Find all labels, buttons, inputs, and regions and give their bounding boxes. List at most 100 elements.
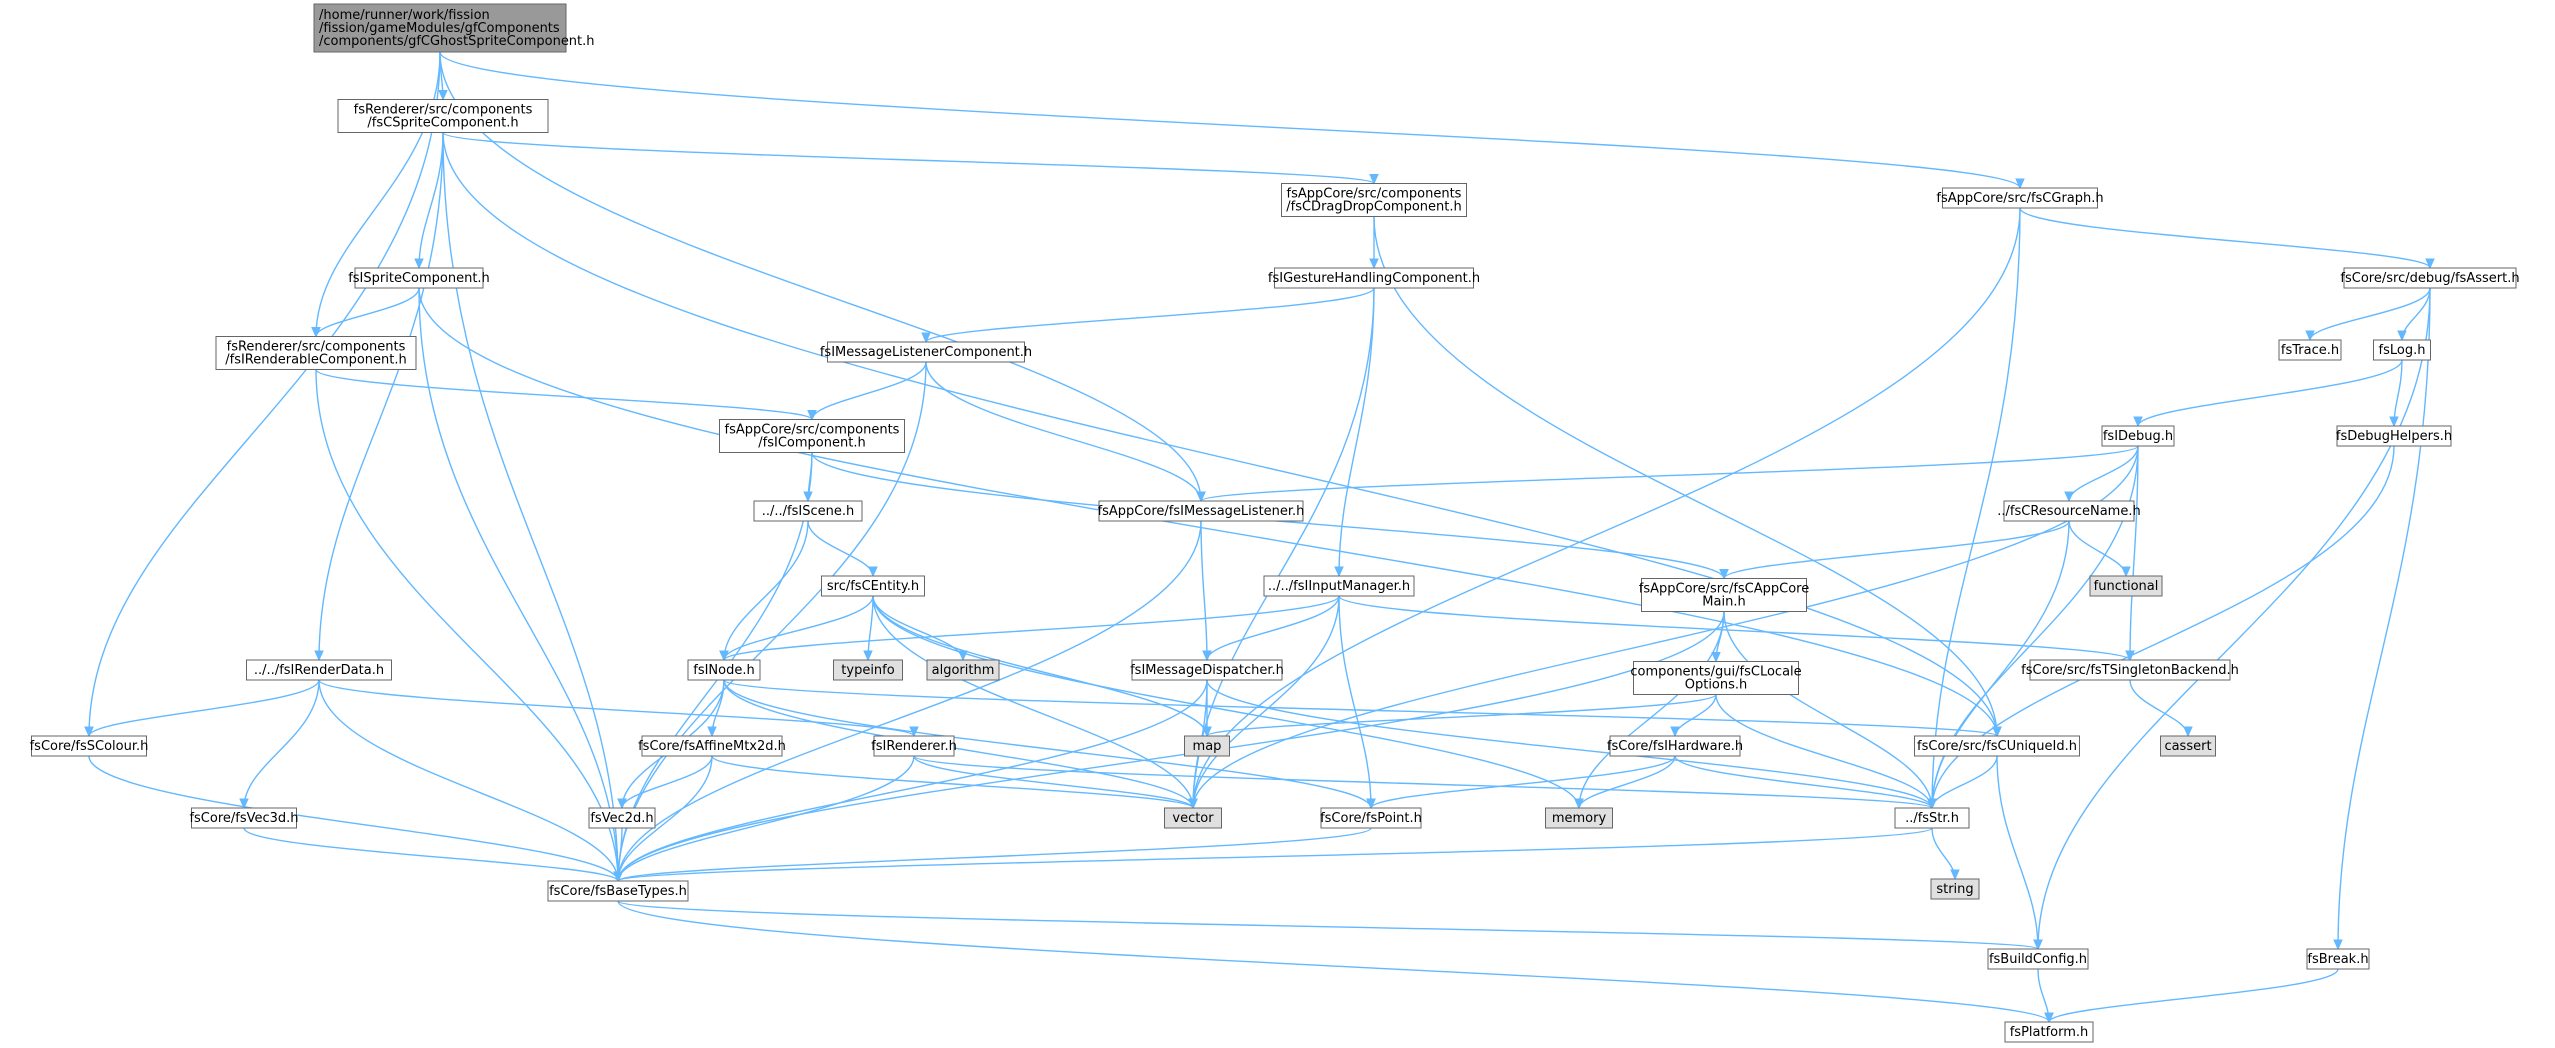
edge-arrowhead [1927, 798, 1937, 810]
node-msglistener[interactable]: fsAppCore/fsIMessageListener.h [1098, 500, 1305, 522]
edge-ihardware-to-fsstr [1674, 755, 1933, 809]
edge-irenderer-to-basetypes [617, 755, 915, 882]
node-singleton[interactable]: fsCore/src/fsTSingletonBackend.h [2021, 659, 2239, 681]
node-spritecomp[interactable]: fsRenderer/src/components/fsCSpriteCompo… [337, 99, 549, 133]
edge-basetypes-to-platform [617, 900, 2050, 1023]
node-box [1274, 267, 1474, 289]
node-cuniqueid[interactable]: fsCore/src/fsCUniqueId.h [1914, 735, 2080, 757]
node-box [2101, 425, 2175, 447]
edge-cuniqueid-to-buildconfig [1996, 755, 2039, 950]
edge-root-to-msglistener [439, 51, 1202, 502]
node-label: fsCore/src/fsTSingletonBackend.h [2021, 663, 2239, 678]
edge-cgraph-to-fsstr [1931, 207, 2021, 809]
edge-inputmgr-to-vector [1192, 595, 1340, 809]
node-box [2343, 267, 2517, 289]
edge-arrowhead [719, 650, 729, 662]
node-renderable[interactable]: fsRenderer/src/components/fsIRenderableC… [215, 336, 417, 370]
edge-inputmgr-to-msgdispatcher [1206, 595, 1340, 661]
node-box [1914, 735, 2080, 757]
edge-arrowhead [1369, 258, 1379, 270]
edge-arrowhead [2305, 330, 2315, 342]
node-cgraph[interactable]: fsAppCore/src/fsCGraph.h [1936, 187, 2104, 209]
node-label: fsCore/fsAffineMtx2d.h [638, 739, 786, 754]
node-cassert[interactable]: cassert [2160, 735, 2216, 757]
node-icomponent[interactable]: fsAppCore/src/components/fsIComponent.h [719, 419, 905, 453]
node-trace[interactable]: fsTrace.h [2278, 339, 2342, 361]
edge-arrowhead [1670, 726, 1680, 738]
node-inode[interactable]: fsINode.h [687, 659, 761, 681]
node-box [2089, 575, 2163, 597]
node-label: fsLog.h [2379, 343, 2426, 358]
node-label: fsCore/fsSColour.h [30, 739, 149, 754]
edge-spritecomp-to-renderdata [318, 132, 444, 661]
node-dragdrop[interactable]: fsAppCore/src/components/fsCDragDropComp… [1281, 183, 1467, 217]
node-label: ../../fsIInputManager.h [1268, 579, 1410, 594]
node-log[interactable]: fsLog.h [2373, 339, 2431, 361]
node-platform[interactable]: fsPlatform.h [2004, 1021, 2094, 1043]
edge-msgdispatcher-to-fsstr [1206, 679, 1933, 809]
edge-arrowhead [921, 332, 931, 344]
node-label: fsDebugHelpers.h [2336, 429, 2452, 444]
node-affine[interactable]: fsCore/fsAffineMtx2d.h [638, 735, 786, 757]
node-label: cassert [2164, 739, 2211, 754]
edge-arrowhead [1188, 798, 1198, 810]
node-msglistcomp[interactable]: fsIMessageListenerComponent.h [820, 341, 1032, 363]
edge-arrowhead [2133, 416, 2143, 428]
node-box [873, 735, 955, 757]
node-string[interactable]: string [1930, 878, 1980, 900]
node-vec2d[interactable]: fsVec2d.h [588, 807, 656, 829]
node-label: string [1936, 882, 1973, 897]
edge-inputmgr-to-singleton [1338, 595, 2131, 661]
edge-arrowhead [239, 798, 249, 810]
node-label: typeinfo [841, 663, 894, 678]
node-fsstr[interactable]: ../fsStr.h [1894, 807, 1970, 829]
node-box [547, 880, 689, 902]
edge-appcoremain-to-fsstr [1723, 611, 1933, 809]
node-isprite[interactable]: fsISpriteComponent.h [348, 267, 490, 289]
node-label: fsAppCore/src/components [1287, 187, 1462, 202]
edge-irenderer-to-vector [913, 755, 1194, 809]
node-basetypes[interactable]: fsCore/fsBaseTypes.h [547, 880, 689, 902]
node-label: Options.h [1685, 678, 1748, 693]
node-point[interactable]: fsCore/fsPoint.h [1320, 807, 1422, 829]
edge-resname-to-fsstr [1931, 520, 2070, 809]
node-vec3d[interactable]: fsCore/fsVec3d.h [189, 807, 299, 829]
node-resname[interactable]: ../fsCResourceName.h [1997, 500, 2141, 522]
node-buildconfig[interactable]: fsBuildConfig.h [1987, 948, 2089, 970]
node-renderdata[interactable]: ../../fsIRenderData.h [246, 659, 392, 681]
node-functional[interactable]: functional [2089, 575, 2163, 597]
node-vector[interactable]: vector [1164, 807, 1222, 829]
node-box [1281, 183, 1467, 217]
edge-idebug-to-singleton [2129, 445, 2139, 661]
node-box [337, 99, 549, 133]
edge-basetypes-to-buildconfig [617, 900, 2039, 950]
node-box [588, 807, 656, 829]
node-irenderer[interactable]: fsIRenderer.h [871, 735, 957, 757]
node-typeinfo[interactable]: typeinfo [833, 659, 903, 681]
node-idebug[interactable]: fsIDebug.h [2101, 425, 2175, 447]
node-assert[interactable]: fsCore/src/debug/fsAssert.h [2340, 267, 2520, 289]
edge-isprite-to-basetypes [418, 287, 619, 882]
node-break[interactable]: fsBreak.h [2306, 948, 2370, 970]
node-scolour[interactable]: fsCore/fsSColour.h [30, 735, 149, 757]
edge-msgdispatcher-to-basetypes [617, 679, 1208, 882]
node-entity[interactable]: src/fsCEntity.h [821, 575, 925, 597]
edge-isprite-to-renderable [315, 287, 420, 337]
edge-arrowhead [2044, 1012, 2054, 1024]
node-debughelpers[interactable]: fsDebugHelpers.h [2336, 425, 2452, 447]
node-inputmgr[interactable]: ../../fsIInputManager.h [1263, 575, 1415, 597]
node-gesture[interactable]: fsIGestureHandlingComponent.h [1268, 267, 1480, 289]
edge-msglistener-to-msgdispatcher [1200, 520, 1208, 661]
node-box [246, 659, 392, 681]
node-map[interactable]: map [1184, 735, 1230, 757]
node-ihardware[interactable]: fsCore/fsIHardware.h [1607, 735, 1743, 757]
node-box [753, 500, 863, 522]
node-algorithm[interactable]: algorithm [926, 659, 1000, 681]
edge-localeopts-to-map [1206, 693, 1717, 737]
node-iscene[interactable]: ../../fsIScene.h [753, 500, 863, 522]
node-memory[interactable]: memory [1545, 807, 1613, 829]
node-root[interactable]: /home/runner/work/fission/fission/gameMo… [313, 3, 595, 53]
node-msgdispatcher[interactable]: fsIMessageDispatcher.h [1130, 659, 1284, 681]
